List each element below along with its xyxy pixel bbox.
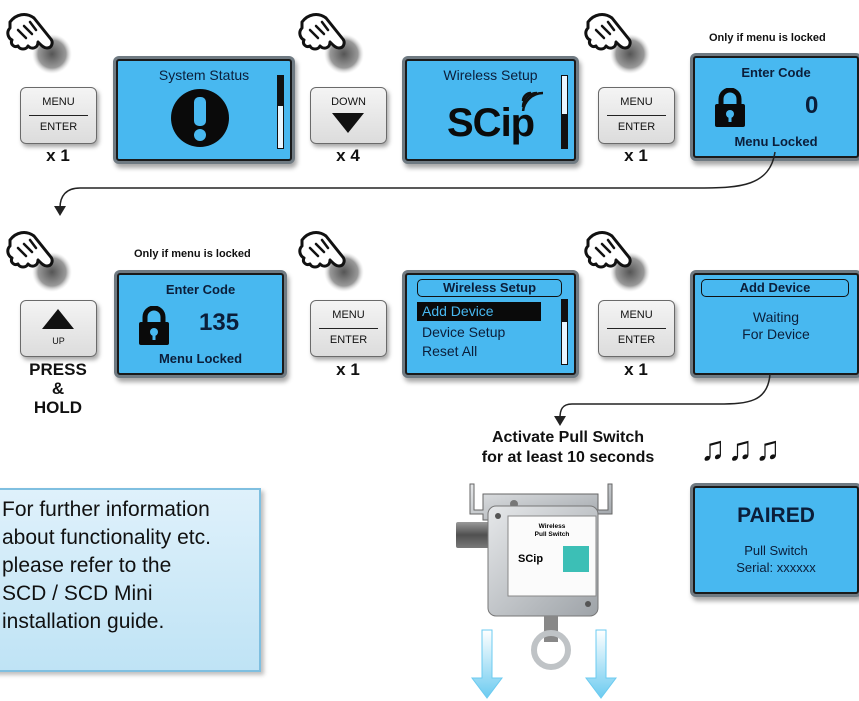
flow-connector [554,373,771,426]
activate-line: Activate Pull Switch [491,429,645,446]
enter-code-screen: Enter Code 135 Menu Locked [117,273,284,375]
button-enter-label: ENTER [617,121,656,133]
screen-title: PAIRED [737,504,815,527]
press-hold-line: PRESS [29,360,87,379]
arrow-down-icon [332,113,364,133]
selection-highlight [417,302,541,321]
locked-note: Only if menu is locked [709,32,826,44]
press-hold-line: & [51,379,65,398]
scrollbar [277,75,284,149]
button-up-label: UP [52,336,65,346]
button-separator [607,328,666,329]
pull-switch-device: Wireless Pull Switch SCip [456,483,617,699]
screen-line: For Device [742,326,810,342]
screen-footer: Menu Locked [158,351,243,366]
press-count: x 1 [624,146,648,165]
wireless-menu-screen: Wireless Setup Add Device Device Setup R… [405,273,576,375]
button-down-label: DOWN [331,96,366,108]
press-count: x 1 [336,360,360,379]
enter-code-screen: Enter Code 0 Menu Locked [693,56,859,158]
press-hold-label: PRESS & HOLD [18,360,98,417]
button-menu-label: MENU [42,96,75,108]
system-status-screen: System Status [116,59,292,161]
screen-title: Enter Code [165,282,236,297]
info-box: For further information about functional… [0,488,261,672]
code-value: 0 [805,92,819,119]
flow-connector [54,151,776,216]
menu-enter-button[interactable]: MENU ENTER [598,300,675,357]
add-device-screen: Add Device Waiting For Device [693,273,859,375]
menu-item-reset-all[interactable]: Reset All [422,343,478,359]
button-separator [319,328,378,329]
button-separator [607,115,666,116]
info-line: please refer to the [2,554,172,577]
menu-item-device-setup[interactable]: Device Setup [422,324,506,340]
menu-item-add-device[interactable]: Add Device [422,303,494,319]
device-label: Pull Switch [535,531,570,538]
wireless-signal-icon [521,91,544,111]
activate-instruction: Activate Pull Switch for at least 10 sec… [452,428,684,468]
device-logo: SCip [518,553,543,565]
arrow-up-icon [42,309,74,329]
screen-footer: Menu Locked [734,134,818,149]
button-separator [29,115,88,116]
press-count: x 1 [624,360,648,379]
hand-press-icon [6,231,74,294]
screen-title: Enter Code [741,65,811,80]
screen-title: Add Device [701,279,849,297]
button-menu-label: MENU [620,309,653,321]
lock-icon [139,306,169,345]
code-value: 135 [199,309,240,336]
press-count: x 4 [336,146,360,165]
hand-press-icon [584,231,652,294]
press-count: x 1 [46,146,70,165]
screen-title: Wireless Setup [443,67,538,83]
up-button[interactable]: UP [20,300,97,357]
button-menu-label: MENU [620,96,653,108]
info-line: SCD / SCD Mini [2,582,153,605]
press-hold-line: HOLD [33,398,83,417]
info-line: For further information [2,498,210,521]
hand-press-icon [6,13,74,76]
menu-enter-button[interactable]: MENU ENTER [20,87,97,144]
button-enter-label: ENTER [329,334,368,346]
exclamation-icon [171,89,229,147]
screen-line: Waiting [752,309,800,325]
scrollbar [561,299,568,365]
down-button[interactable]: DOWN [310,87,387,144]
menu-enter-button[interactable]: MENU ENTER [310,300,387,357]
hand-press-icon [298,231,366,294]
menu-enter-button[interactable]: MENU ENTER [598,87,675,144]
paired-screen: PAIRED Pull Switch Serial: xxxxxx [693,486,859,594]
activate-line: for at least 10 seconds [481,449,655,466]
button-enter-label: ENTER [617,334,656,346]
lock-icon [715,88,745,127]
button-enter-label: ENTER [39,121,78,133]
hand-press-icon [298,13,366,76]
music-notes-icon: ♫♫♫ [700,430,783,468]
locked-note: Only if menu is locked [134,248,251,260]
button-menu-label: MENU [332,309,365,321]
info-line: about functionality etc. [2,526,211,549]
screen-title: System Status [158,67,250,83]
hand-press-icon [584,13,652,76]
scip-logo: SCip [447,101,535,145]
wireless-setup-screen: Wireless Setup SCip [405,59,576,161]
screen-line: Serial: xxxxxx [736,560,816,575]
info-line: installation guide. [2,610,165,633]
device-label: Wireless [539,523,566,530]
screen-title: Wireless Setup [417,279,562,297]
scrollbar [561,75,568,149]
screen-line: Pull Switch [744,543,808,558]
